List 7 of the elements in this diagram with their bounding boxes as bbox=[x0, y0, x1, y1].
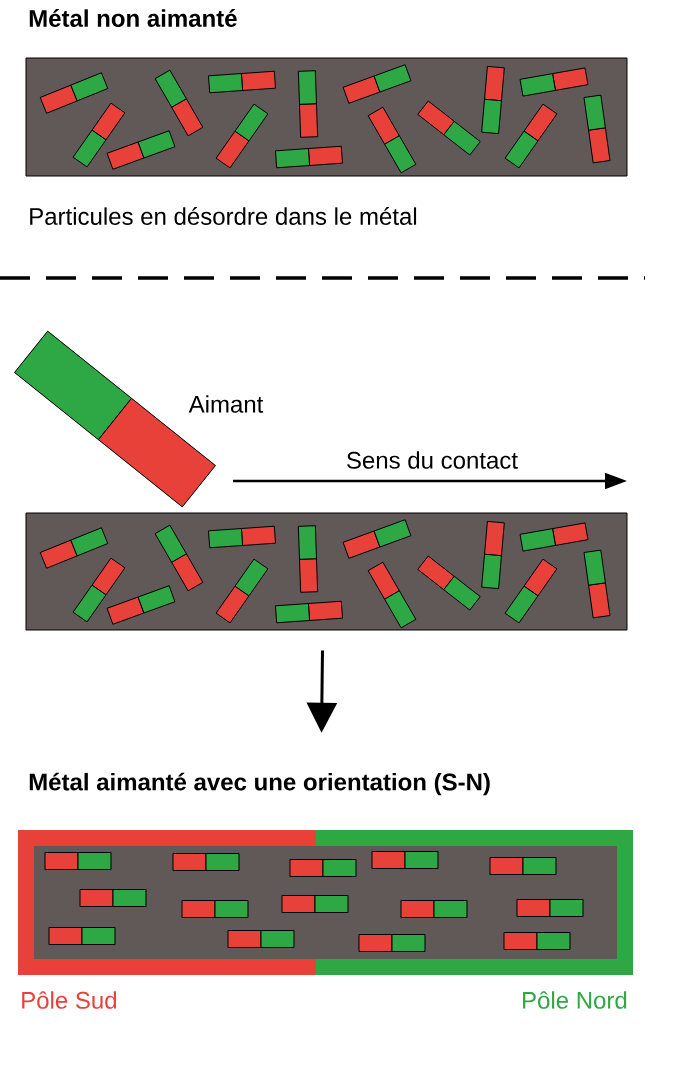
pole-label: Pôle Nord bbox=[523, 991, 627, 1009]
heading: Métal aimanté avec une orientation (S-N) bbox=[29, 772, 490, 796]
pole-label: Pôle Sud bbox=[22, 991, 116, 1009]
arrow-label: Sens du contact bbox=[347, 451, 518, 469]
magnet-label: Aimant bbox=[188, 395, 264, 413]
heading: Métal non aimanté bbox=[29, 9, 237, 27]
description-text: Particules en désordre dans le métal bbox=[30, 207, 417, 225]
